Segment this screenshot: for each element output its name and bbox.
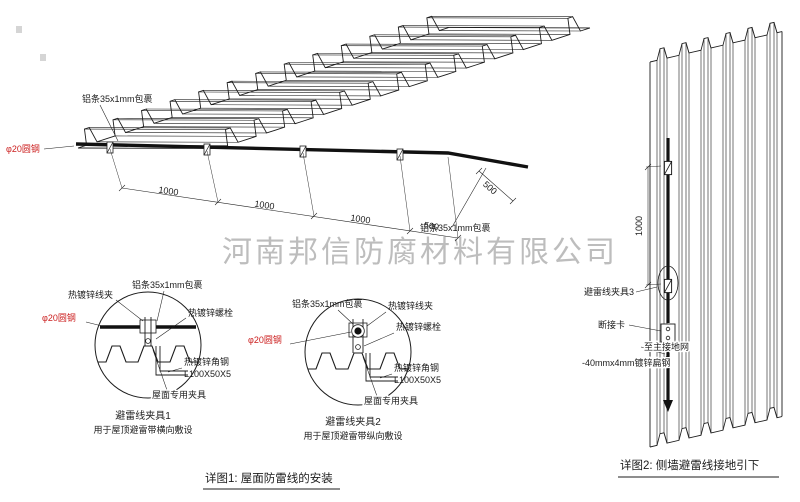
wall-caption: 详图2: 侧墙避雷线接地引下 [620, 458, 759, 472]
disconnect-card [660, 323, 676, 343]
wall-wire-clamp-b [663, 278, 673, 294]
wall-clamp-highlight-ellipse [657, 265, 679, 301]
clamp1-subtitle: 用于屋顶避雷带横向敷设 [93, 424, 192, 435]
clamp1-roof-profile [95, 345, 201, 363]
wall-label-flat-steel: -40mmx4mm镀锌扁钢 [582, 357, 671, 368]
dim-label-500: 500 [423, 220, 439, 232]
clamp2-label-angle-spec: L100X50X5 [394, 375, 441, 385]
roof-isometric-view [43, 0, 591, 242]
dim-label-side-500: 500 [481, 179, 499, 196]
wall-dimension [644, 163, 662, 289]
clamp1-angle-steel [155, 346, 188, 376]
roof-dimension-chain [109, 148, 517, 242]
clamp1-label-round-steel: φ20圆钢 [42, 312, 76, 323]
clamp1-label-al-strip: 铝条35x1mm包裹 [132, 279, 203, 290]
label-al-strip-right: 铝条35x1mm包裹 [420, 222, 491, 233]
clamp1-label-bolt: 热镀锌螺栓 [188, 307, 233, 318]
clamp2-wire-cross-section [354, 327, 362, 335]
watermark-text: 河南邦信防腐材料有限公司 [222, 236, 618, 269]
clamp2-bolt [355, 344, 361, 350]
clamp-detail-2 [289, 298, 412, 406]
detail-circle-1 [94, 291, 202, 399]
clamp2-title: 避雷线夹具2 [325, 415, 381, 428]
clamp2-label-roof-clamp: 屋面专用夹具 [364, 395, 418, 406]
detail-circle-2 [304, 298, 412, 406]
wall-label-disconnect: 断接卡 [598, 319, 625, 330]
clamp1-bolt [145, 338, 151, 344]
clamp1-title: 避雷线夹具1 [115, 409, 171, 422]
clamp2-label-wire-clamp: 热镀锌线夹 [388, 300, 433, 311]
side-dim-line [475, 167, 517, 205]
wall-wire-clamp-a [663, 160, 673, 176]
wall-view [628, 21, 783, 448]
dim-label-1000-c: 1000 [350, 213, 371, 226]
ground-arrow [663, 400, 673, 412]
clamp1-jaw [139, 319, 157, 334]
clamp-detail-1 [85, 290, 202, 399]
clamp2-subtitle: 用于屋顶避雷带纵向敷设 [303, 430, 402, 441]
scan-artifact [16, 26, 46, 61]
clamp2-label-bolt: 热镀锌螺栓 [396, 321, 441, 332]
clamp2-label-angle-steel: 热镀锌角钢 [394, 362, 439, 373]
clamp1-label-wire-clamp: 热镀锌线夹 [68, 289, 113, 300]
dim-label-1000-b: 1000 [254, 199, 275, 212]
clamp2-leaders [289, 309, 395, 400]
clamp2-roof-profile [305, 352, 411, 370]
roof-caption: 详图1: 屋面防雷线的安装 [205, 471, 333, 485]
roof-extension-lines [109, 148, 459, 239]
wall-panel [649, 21, 783, 448]
roof-label-leaders [43, 104, 487, 228]
label-al-strip-top: 铝条35x1mm包裹 [82, 93, 153, 104]
clamp2-label-round-steel: φ20圆钢 [248, 334, 282, 345]
wall-label-clamp3: 避雷线夹具3 [584, 286, 634, 297]
clamp1-label-angle-steel: 热镀锌角钢 [184, 356, 229, 367]
lightning-wire [75, 142, 529, 169]
clamp1-plate [144, 317, 152, 346]
roof-sheet [77, 0, 591, 188]
clamp1-label-roof-clamp: 屋面专用夹具 [152, 389, 206, 400]
clamp2-plate [352, 319, 364, 353]
wall-label-to-grid: 至主接地网 [644, 341, 689, 352]
clamp1-leaders [85, 290, 187, 394]
clamp2-label-al-strip: 铝条35x1mm包裹 [292, 298, 363, 309]
wall-label-leaders [628, 286, 668, 363]
clamp1-label-angle-spec: L100X50X5 [184, 369, 231, 379]
wall-dim-label: 1000 [634, 216, 644, 236]
label-phi20-steel: φ20圆钢 [6, 143, 40, 154]
dim-label-1000-a: 1000 [158, 185, 179, 198]
